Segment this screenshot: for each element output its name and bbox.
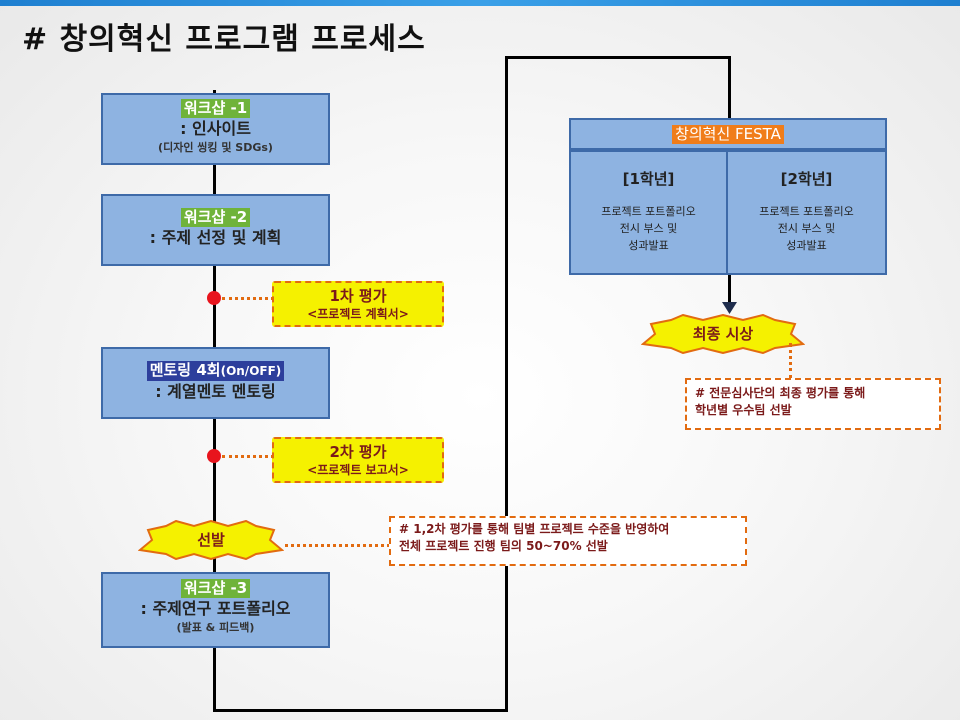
eval-1-connector [222, 297, 274, 300]
eval-1-dot [207, 291, 221, 305]
award-note: # 전문심사단의 최종 평가를 통해 학년별 우수팀 선발 [685, 378, 941, 430]
flow-line-bottom [213, 709, 508, 712]
festa-grade-2-label: [2학년] [780, 170, 833, 188]
selection-connector [285, 544, 390, 547]
selection-note: # 1,2차 평가를 통해 팀별 프로젝트 수준을 반영하여 전체 프로젝트 진… [389, 516, 747, 566]
festa-grade-1-desc: 프로젝트 포트폴리오 전시 부스 및 성과발표 [571, 203, 726, 254]
festa-title: 창의혁신 FESTA [672, 125, 784, 144]
mentoring-tag-small: (On/OFF) [220, 364, 282, 378]
workshop-1-tag: 워크샵 -1 [180, 99, 251, 118]
festa-grade-1-desc-1: 프로젝트 포트폴리오 [601, 205, 696, 218]
festa-grade-2-desc-2: 전시 부스 및 [777, 222, 836, 235]
selection-star-icon [138, 520, 284, 560]
eval-1-box: 1차 평가 <프로젝트 계획서> [272, 281, 444, 327]
selection-label: 선발 [197, 531, 225, 549]
workshop-3-box: 워크샵 -3 : 주제연구 포트폴리오 (발표 & 피드백) [101, 572, 330, 648]
flow-line-festa-down [728, 275, 731, 305]
workshop-2-box: 워크샵 -2 : 주제 선정 및 계획 [101, 194, 330, 266]
selection-note-line-2: 전체 프로젝트 진행 팀의 50~70% 선발 [399, 539, 608, 553]
flow-line-top [505, 56, 730, 59]
eval-2-connector [222, 455, 274, 458]
arrow-down-icon [722, 302, 737, 314]
flow-line-right [728, 56, 731, 118]
award-note-line-1: # 전문심사단의 최종 평가를 통해 [695, 386, 866, 400]
workshop-3-title: : 주제연구 포트폴리오 [140, 599, 291, 618]
festa-grade-2-desc-3: 성과발표 [786, 239, 827, 252]
workshop-1-box: 워크샵 -1 : 인사이트 (디자인 씽킹 및 SDGs) [101, 93, 330, 165]
mentoring-tag-text: 멘토링 4회 [149, 361, 221, 379]
mentoring-title: : 계열멘토 멘토링 [155, 382, 276, 401]
eval-2-box: 2차 평가 <프로젝트 보고서> [272, 437, 444, 483]
workshop-3-note: (발표 & 피드백) [176, 621, 255, 634]
award-star-icon [641, 314, 805, 354]
festa-grade-2-desc: 프로젝트 포트폴리오 전시 부스 및 성과발표 [728, 203, 885, 254]
eval-1-title: 1차 평가 [329, 287, 387, 305]
festa-grade-2-desc-1: 프로젝트 포트폴리오 [759, 205, 854, 218]
festa-grade-1-desc-3: 성과발표 [628, 239, 669, 252]
top-accent-bar [0, 0, 960, 6]
award-label: 최종 시상 [692, 325, 754, 343]
workshop-3-tag: 워크샵 -3 [180, 579, 251, 598]
festa-grade-1-label: [1학년] [622, 170, 675, 188]
page-title: # 창의혁신 프로그램 프로세스 [22, 22, 426, 57]
workshop-1-note: (디자인 씽킹 및 SDGs) [158, 141, 273, 154]
eval-2-dot [207, 449, 221, 463]
eval-2-sub: <프로젝트 보고서> [307, 463, 409, 477]
workshop-2-title: : 주제 선정 및 계획 [149, 228, 282, 247]
workshop-2-tag: 워크샵 -2 [180, 208, 251, 227]
festa-grade-1: [1학년] 프로젝트 포트폴리오 전시 부스 및 성과발표 [569, 150, 728, 275]
festa-grade-1-desc-2: 전시 부스 및 [619, 222, 678, 235]
selection-note-line-1: # 1,2차 평가를 통해 팀별 프로젝트 수준을 반영하여 [399, 522, 670, 536]
festa-grade-2: [2학년] 프로젝트 포트폴리오 전시 부스 및 성과발표 [726, 150, 887, 275]
award-connector [789, 343, 792, 379]
mentoring-tag: 멘토링 4회(On/OFF) [146, 361, 285, 381]
eval-1-sub: <프로젝트 계획서> [307, 307, 409, 321]
eval-2-title: 2차 평가 [329, 443, 387, 461]
mentoring-box: 멘토링 4회(On/OFF) : 계열멘토 멘토링 [101, 347, 330, 419]
workshop-1-title: : 인사이트 [180, 119, 251, 138]
festa-header: 창의혁신 FESTA [569, 118, 887, 150]
flow-line-middle [505, 56, 508, 712]
award-note-line-2: 학년별 우수팀 선발 [695, 403, 792, 417]
